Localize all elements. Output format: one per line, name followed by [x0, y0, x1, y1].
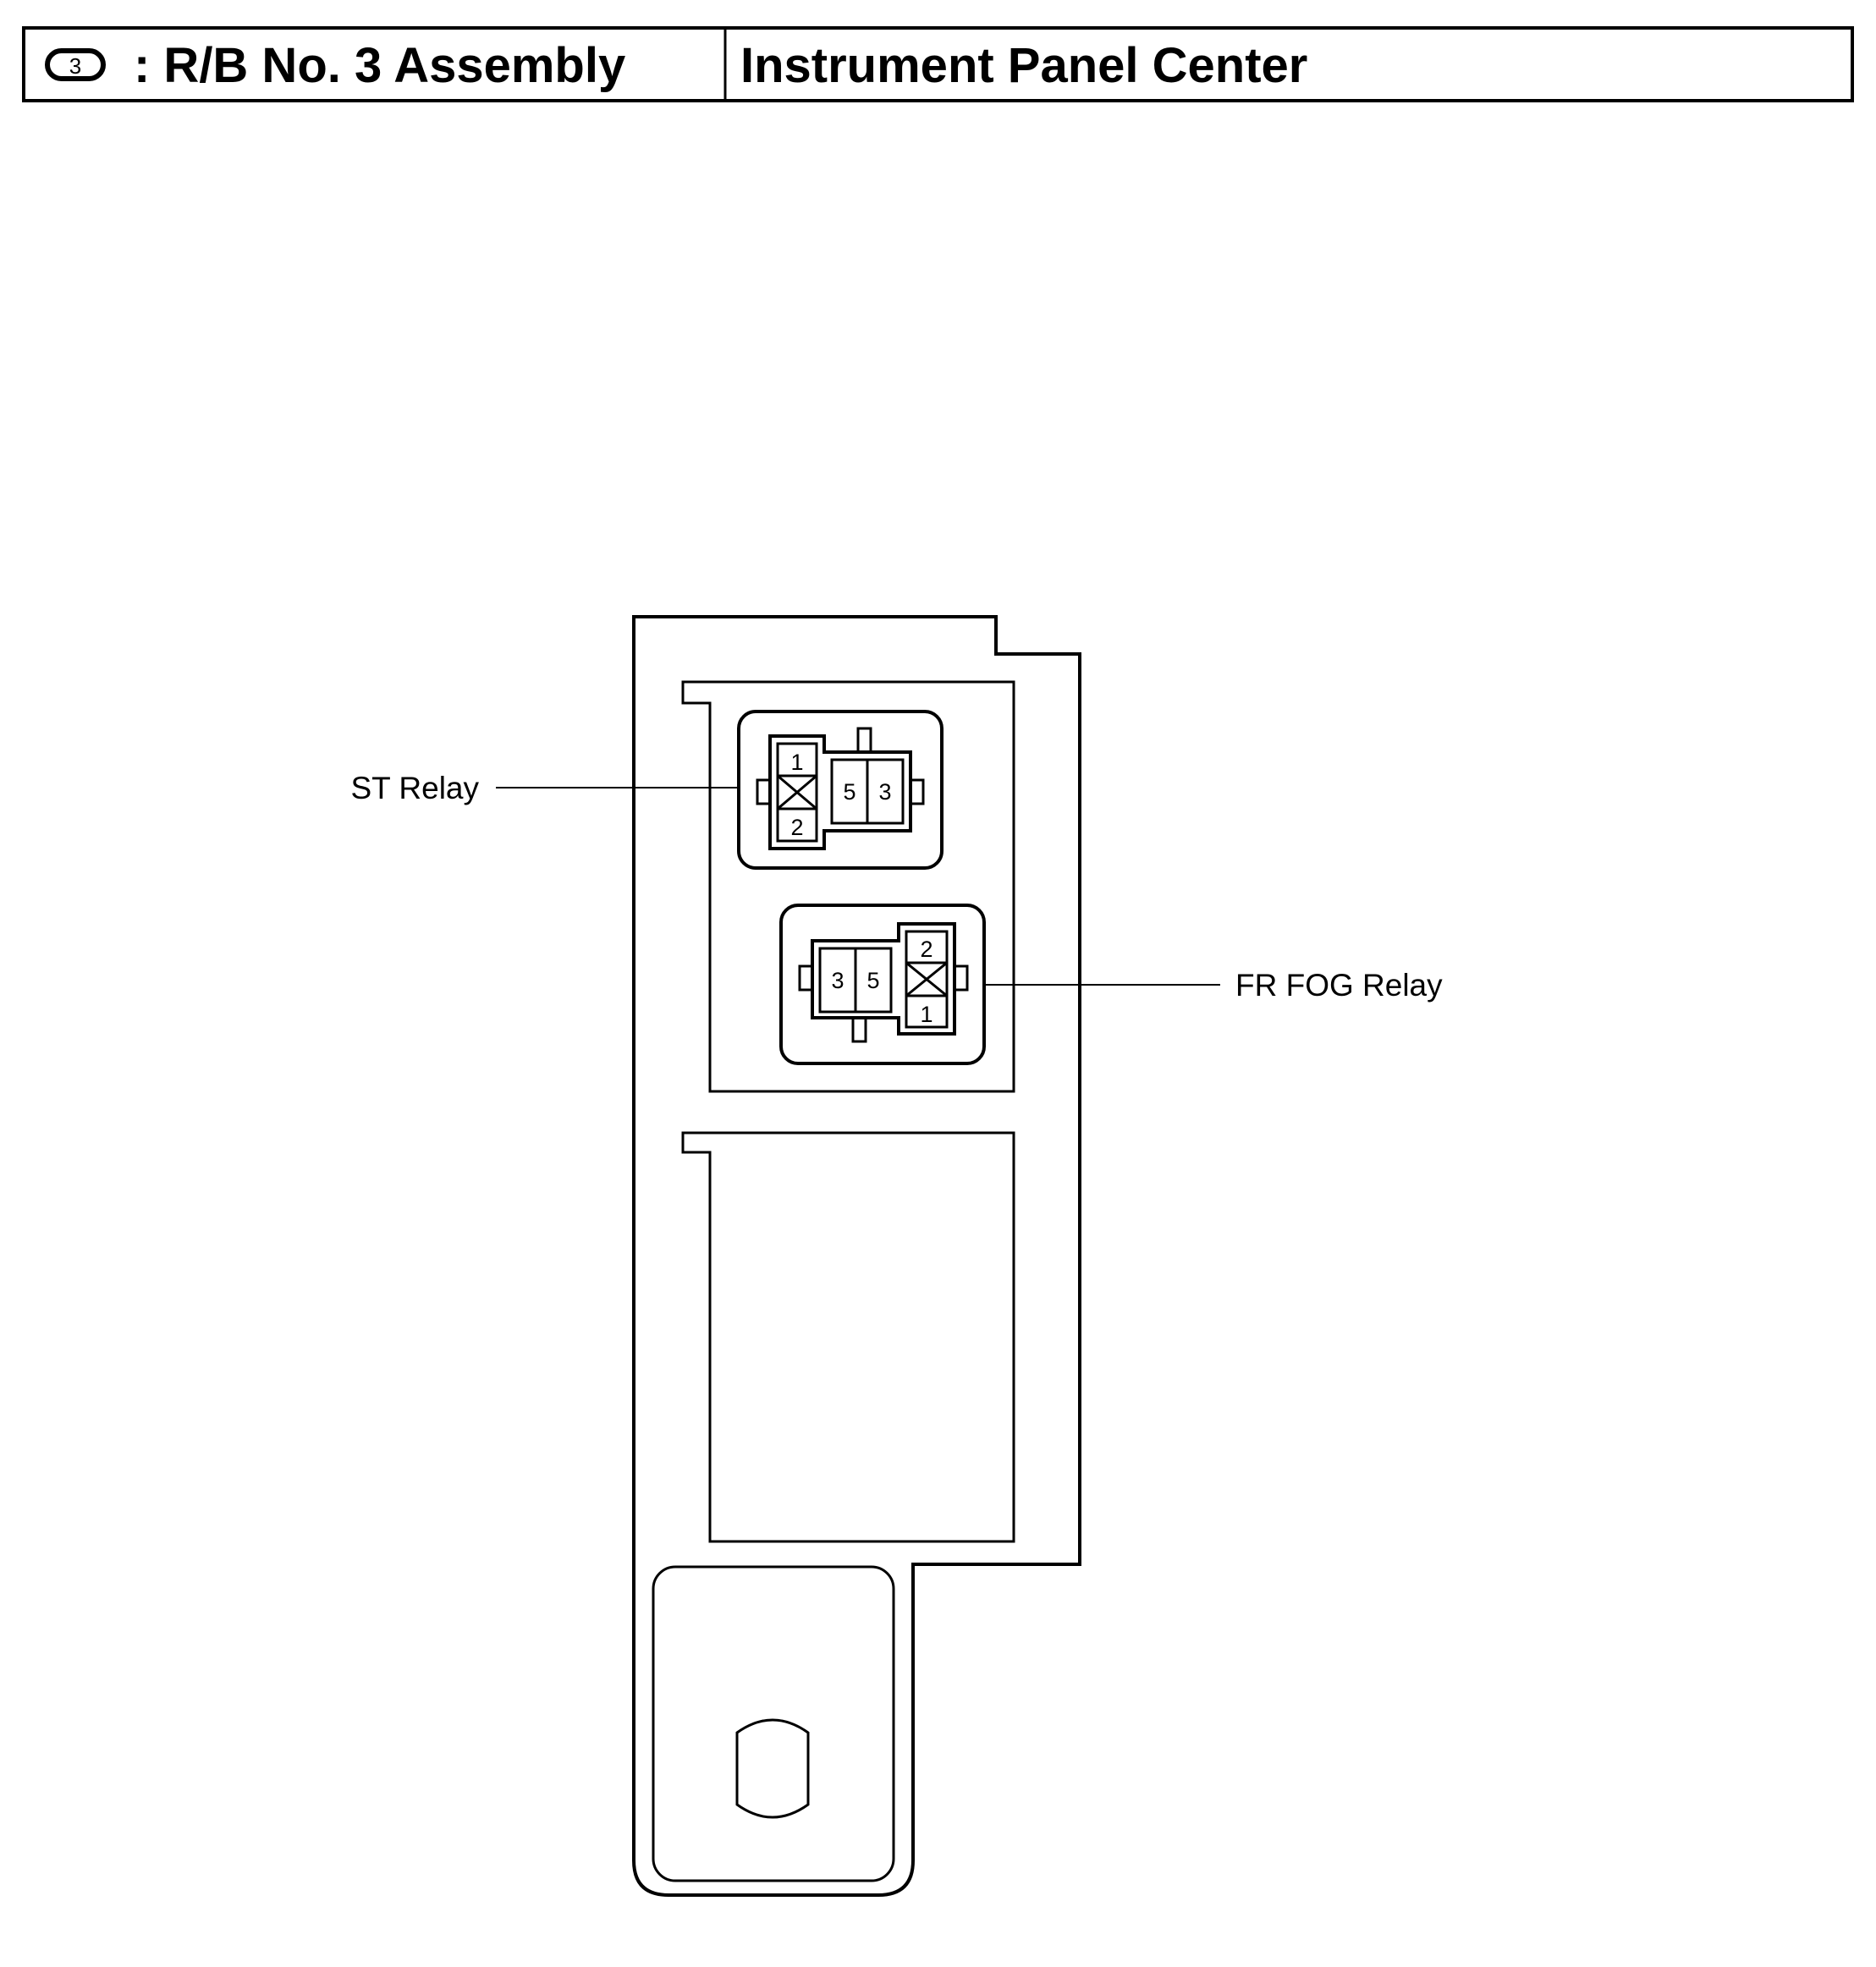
st-relay-connector	[768, 734, 912, 850]
fr-fog-relay-connector	[811, 922, 956, 1036]
st-relay	[737, 710, 944, 870]
mounting-tab	[652, 1565, 895, 1882]
st-relay-pin-1: 1	[790, 750, 803, 775]
upper-compartment	[681, 680, 1015, 1093]
block-outer-outline	[632, 615, 1081, 1897]
fr-fog-relay-label: FR FOG Relay	[1235, 968, 1443, 1003]
fr-fog-relay-pin-1: 1	[920, 1002, 932, 1027]
st-relay-top-nub	[856, 727, 872, 754]
st-relay-label: ST Relay	[351, 771, 480, 805]
fr-fog-relay-right-nub	[953, 964, 969, 992]
location-badge-oval	[45, 48, 106, 81]
location-badge: 3	[45, 48, 106, 81]
st-relay-coil-cavity	[776, 742, 818, 843]
st-relay-pin-5: 5	[843, 779, 855, 805]
fr-fog-relay-pin-3: 3	[831, 968, 844, 993]
location-badge-number: 3	[69, 53, 81, 79]
lower-compartment	[681, 1131, 1015, 1543]
relay-block-body	[632, 615, 1081, 1897]
fr-fog-relay-coil-cavity	[905, 930, 949, 1029]
fr-fog-relay-bottom-nub	[851, 1016, 867, 1043]
fr-fog-relay	[779, 904, 986, 1065]
header-border	[22, 26, 1854, 102]
st-relay-left-nub	[756, 778, 772, 805]
fr-fog-relay-left-nub	[798, 964, 814, 992]
fr-fog-relay-cross-b	[905, 961, 948, 997]
header-right-title: Instrument Panel Center	[740, 38, 1307, 93]
header-table: 3 : R/B No. 3 Assembly Instrument Panel …	[22, 26, 1854, 102]
st-relay-cross-b	[777, 774, 817, 810]
mounting-hole	[735, 1718, 810, 1819]
st-relay-pin-3: 3	[878, 779, 891, 805]
header-left-title: : R/B No. 3 Assembly	[134, 38, 625, 93]
fr-fog-relay-pin-2: 2	[920, 937, 932, 962]
st-relay-housing	[737, 710, 944, 870]
st-relay-pin-2: 2	[790, 815, 803, 840]
st-relay-right-nub	[909, 778, 925, 805]
fr-fog-relay-pin-5: 5	[866, 968, 879, 993]
